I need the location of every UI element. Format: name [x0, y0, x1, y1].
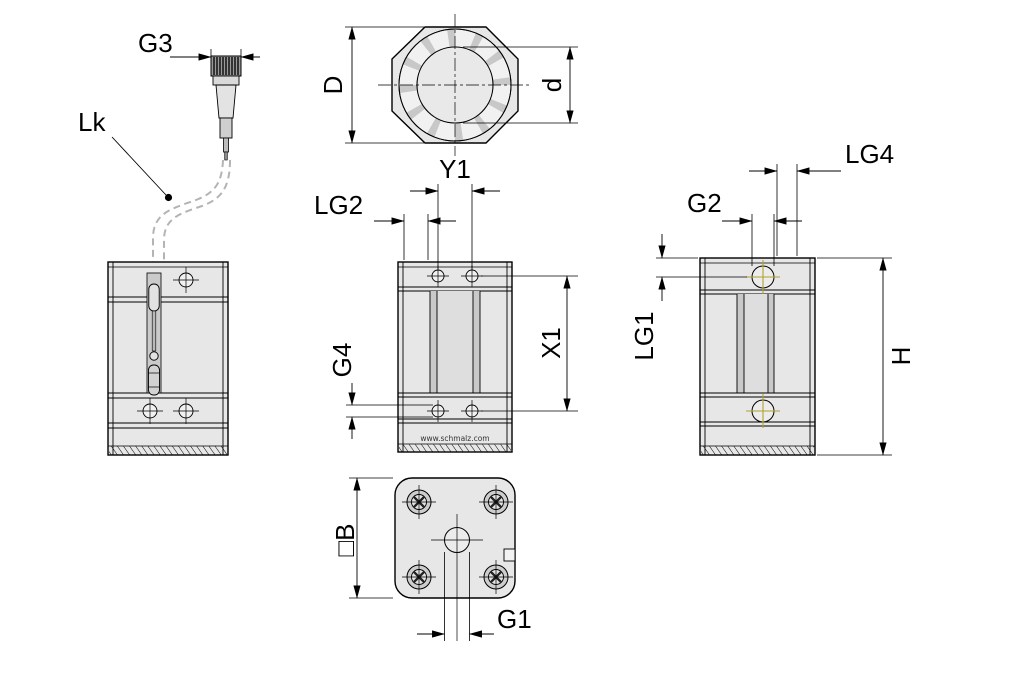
front-view: www.schmalz.com [397, 261, 513, 453]
dim-h: H [817, 257, 916, 456]
corner-screw [479, 560, 513, 594]
dim-label-g1: G1 [497, 604, 532, 634]
callout-lk: Lk [78, 107, 173, 202]
base-hatch [109, 446, 227, 455]
dim-g2: G2 [687, 188, 802, 266]
plug-connector [210, 55, 242, 161]
mounting-hole [137, 398, 163, 424]
mounting-hole [427, 400, 449, 422]
sensor-cable [152, 159, 231, 263]
dim-x1: X1 [481, 275, 578, 412]
bottom-view [394, 477, 516, 599]
dim-lg4: LG4 [749, 139, 894, 256]
dim-label-d-inner: d [537, 78, 567, 92]
dim-inner-diameter: d [463, 46, 578, 124]
dim-square-b: □B [330, 477, 393, 599]
side-view [699, 257, 816, 456]
leader-dot [164, 193, 173, 202]
dim-y1: Y1 [410, 154, 500, 269]
brand-url: www.schmalz.com [420, 434, 489, 443]
mounting-hole [461, 400, 483, 422]
mounting-hole [173, 398, 199, 424]
dim-lg1: LG1 [629, 234, 747, 361]
dim-label-y1: Y1 [439, 154, 471, 184]
corner-screw [402, 485, 436, 519]
mounting-hole [427, 265, 449, 287]
mounting-hole [173, 267, 199, 293]
center-port-hole [431, 514, 483, 566]
dim-label-lg2: LG2 [314, 190, 363, 220]
dim-label-h: H [886, 347, 916, 366]
dim-g3: G3 [138, 28, 260, 66]
threaded-hole-g2 [746, 260, 780, 294]
base-hatch [701, 446, 814, 455]
dim-lg2: LG2 [314, 190, 456, 260]
dim-label-g3: G3 [138, 28, 173, 58]
dim-label-lg1: LG1 [629, 311, 659, 360]
threaded-hole [746, 394, 780, 428]
corner-screw [479, 485, 513, 519]
dim-outer-diameter: D [318, 26, 424, 144]
base-hatch [399, 444, 511, 452]
top-view [378, 14, 532, 156]
orientation-notch [503, 548, 516, 562]
left-view [107, 261, 229, 456]
knurled-ring [399, 29, 511, 141]
dim-label-d-outer: D [318, 76, 348, 95]
dim-label-g4: G4 [327, 343, 357, 378]
corner-screw [402, 560, 436, 594]
dim-label-lg4: LG4 [845, 139, 894, 169]
dim-label-g2: G2 [687, 188, 722, 218]
dim-label-lk: Lk [78, 107, 106, 137]
mounting-hole [461, 265, 483, 287]
dim-g1: G1 [417, 552, 532, 641]
dim-g4: G4 [327, 343, 433, 439]
dim-label-square-b: □B [330, 523, 360, 556]
sensor [148, 283, 160, 396]
knurl-texture [213, 57, 239, 75]
dim-label-x1: X1 [536, 327, 566, 359]
